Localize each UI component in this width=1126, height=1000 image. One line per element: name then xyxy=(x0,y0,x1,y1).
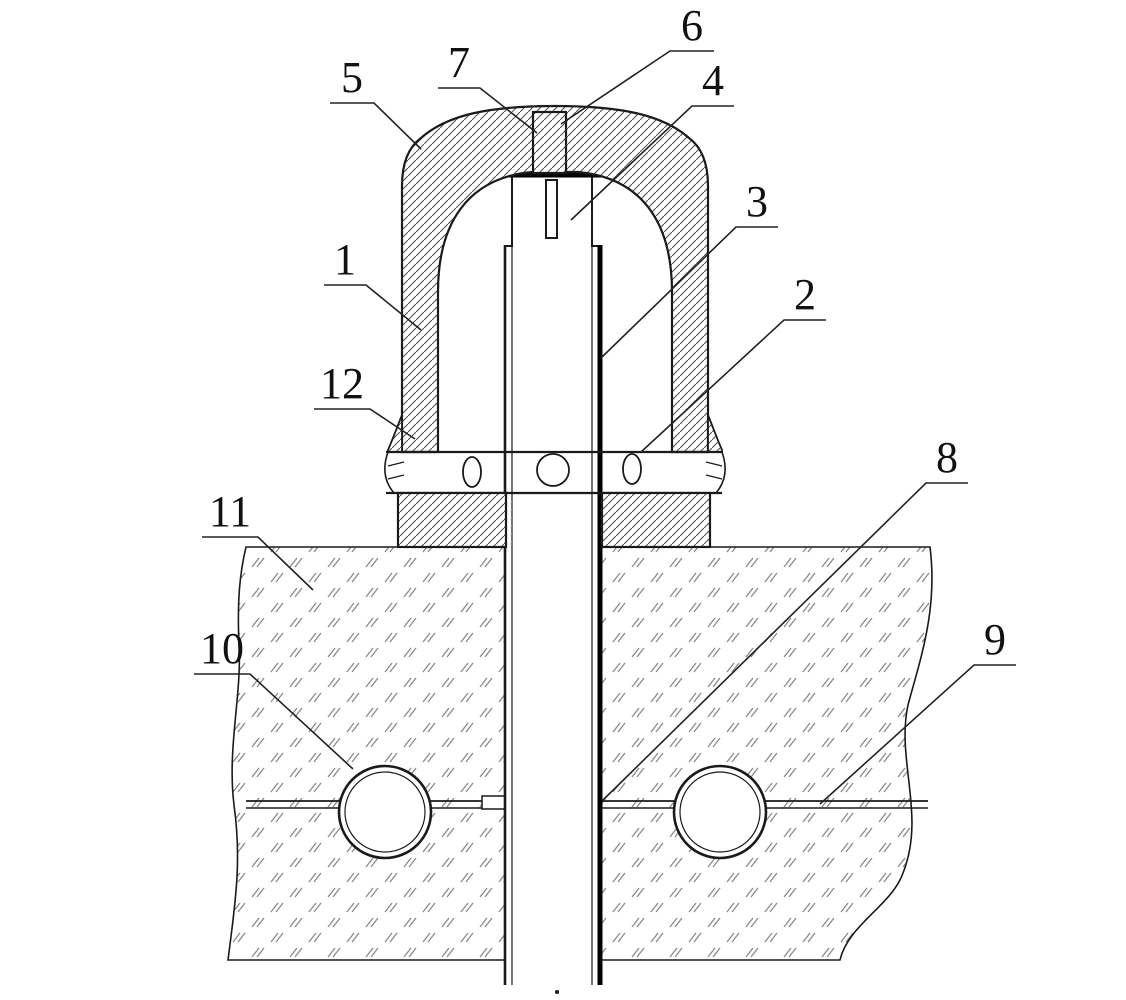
skirt-left xyxy=(387,414,403,453)
flange-left xyxy=(396,491,508,549)
callout-label-10: 10 xyxy=(200,624,244,673)
leader-part4 xyxy=(570,105,734,221)
channel-notch xyxy=(481,795,506,810)
leader-part9 xyxy=(819,664,1016,805)
band-end-left xyxy=(384,451,395,494)
callout-label-6: 6 xyxy=(681,1,703,50)
band-groove-left-1 xyxy=(387,461,405,467)
callout-label-2: 2 xyxy=(794,270,816,319)
buried-pipe-right-inner xyxy=(679,771,761,853)
callout-labels: 5 7 6 4 3 1 2 12 11 8 10 9 xyxy=(200,1,1006,673)
leader-part12 xyxy=(314,408,416,440)
inner-rod xyxy=(545,179,558,239)
leader-part2 xyxy=(640,319,826,453)
leader-lines xyxy=(194,50,1016,805)
tube-bore xyxy=(505,245,600,985)
bolt-hole-center xyxy=(536,453,570,487)
leader-part7 xyxy=(438,87,538,134)
leader-part10 xyxy=(194,673,354,770)
leader-part8 xyxy=(602,482,968,801)
callout-label-3: 3 xyxy=(746,177,768,226)
buried-pipe-left-outer xyxy=(337,764,433,860)
band-groove-left-2 xyxy=(387,474,405,480)
central-tube xyxy=(503,170,603,994)
callout-label-8: 8 xyxy=(936,433,958,482)
callout-label-7: 7 xyxy=(448,38,470,87)
leader-part1 xyxy=(324,284,422,331)
callout-label-9: 9 xyxy=(984,615,1006,664)
band-groove-right-1 xyxy=(705,461,723,467)
top-plug xyxy=(531,110,568,175)
flange-right xyxy=(600,491,712,549)
callout-label-5: 5 xyxy=(341,53,363,102)
callout-label-11: 11 xyxy=(209,487,251,536)
leader-part5 xyxy=(330,102,422,150)
callout-label-1: 1 xyxy=(334,235,356,284)
leader-part11 xyxy=(202,536,314,591)
buried-pipe-left-inner xyxy=(344,771,426,853)
skirt-right xyxy=(707,414,723,453)
buried-pipe-right-outer xyxy=(672,764,768,860)
bolt-hole-left xyxy=(462,456,482,488)
callout-label-12: 12 xyxy=(320,359,364,408)
bolt-hole-right xyxy=(622,453,642,485)
callout-label-4: 4 xyxy=(702,56,724,105)
leader-part3 xyxy=(600,226,778,359)
band-end-right xyxy=(715,451,726,494)
band-groove-right-2 xyxy=(705,474,723,480)
center-mark xyxy=(555,990,559,994)
leader-part6 xyxy=(560,50,714,125)
